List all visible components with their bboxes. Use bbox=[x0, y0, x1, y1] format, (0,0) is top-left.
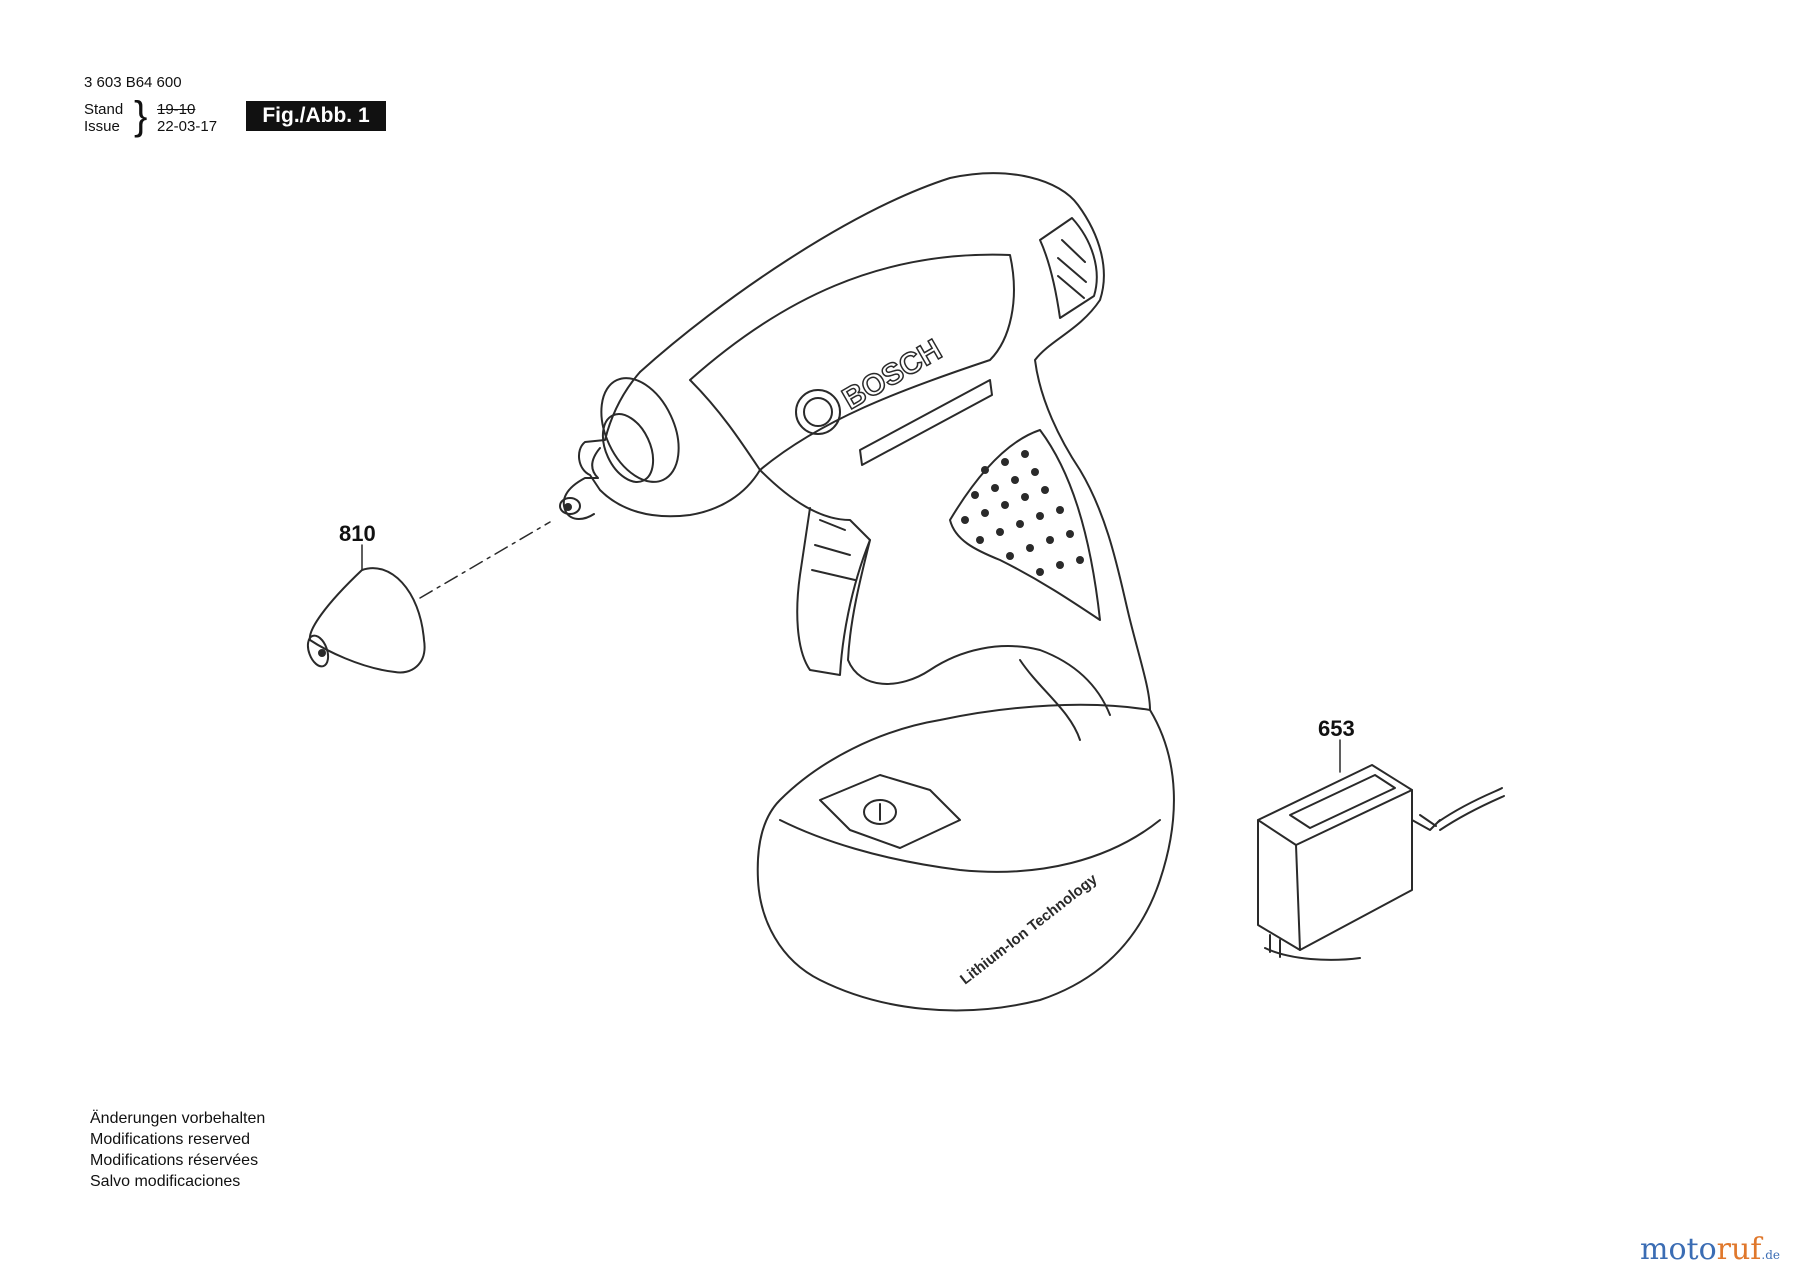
watermark-part-c: .de bbox=[1761, 1248, 1781, 1262]
watermark-part-a: moto bbox=[1640, 1232, 1717, 1267]
figure-label: Fig./Abb. 1 bbox=[246, 101, 386, 131]
watermark-logo: motoruf.de bbox=[1640, 1232, 1780, 1267]
grip-texture-dots bbox=[961, 450, 1084, 576]
part-number: 3 603 B64 600 bbox=[84, 74, 182, 91]
watermark-part-b: ruf bbox=[1716, 1232, 1762, 1267]
date-old: 19-10 bbox=[157, 101, 196, 118]
battery-text: Lithium-Ion Technology bbox=[957, 870, 1101, 988]
brace-symbol: } bbox=[134, 94, 148, 138]
date-new: 22-03-17 bbox=[157, 118, 218, 135]
part-label-810: 810 bbox=[339, 521, 376, 546]
issue-label: Issue bbox=[84, 118, 120, 135]
issue-dates: 19-10 22-03-17 bbox=[157, 101, 217, 135]
stand-issue-labels: Stand Issue bbox=[84, 101, 123, 135]
part-label-653: 653 bbox=[1318, 716, 1355, 741]
note-line-en: Modifications reserved bbox=[90, 1131, 251, 1148]
modifications-note: Änderungen vorbehalten Modifications res… bbox=[90, 1108, 265, 1192]
note-line-fr: Modifications réservées bbox=[90, 1152, 259, 1169]
note-line-es: Salvo modificaciones bbox=[90, 1173, 241, 1190]
assembly-axis-line bbox=[419, 521, 551, 599]
charger-653 bbox=[1257, 764, 1505, 961]
stand-label: Stand bbox=[84, 101, 124, 118]
nozzle-cap-810 bbox=[306, 567, 426, 674]
note-line-de: Änderungen vorbehalten bbox=[90, 1110, 266, 1127]
glue-gun-body bbox=[559, 172, 1175, 1012]
brand-text: BOSCH bbox=[837, 333, 947, 416]
